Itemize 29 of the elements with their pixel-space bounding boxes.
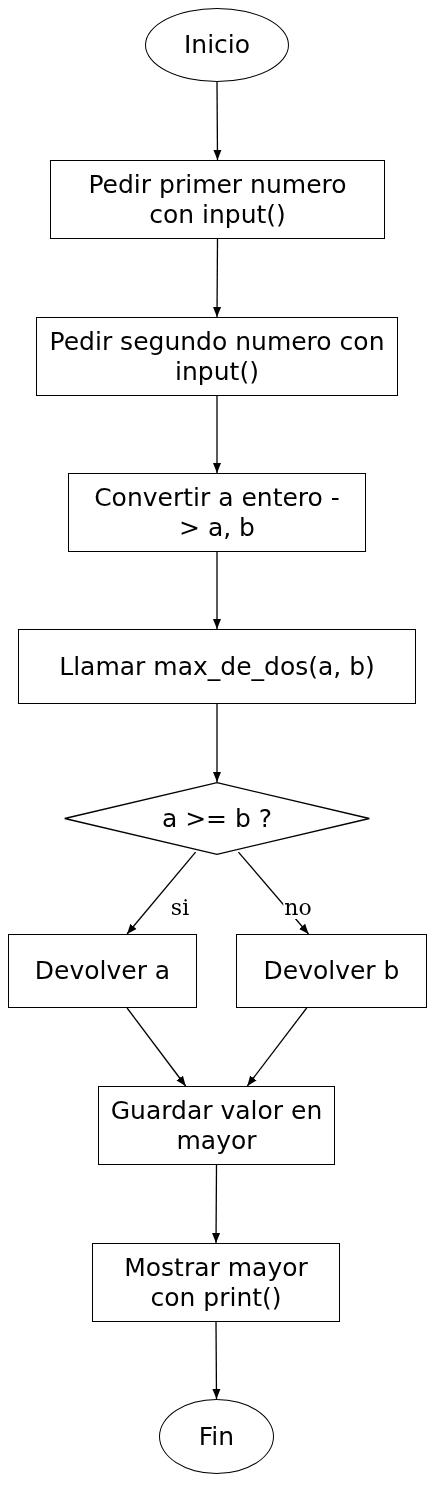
- process-box: [36, 317, 398, 396]
- node-label: Mostrar mayor con print(): [123, 1252, 309, 1313]
- process-box: [8, 934, 197, 1008]
- arrow: [126, 1007, 187, 1087]
- node-label: Fin: [198, 1421, 235, 1452]
- node-label: Inicio: [183, 30, 251, 60]
- node-label: Pedir segundo numero con input(): [48, 326, 386, 387]
- process-box: [98, 1086, 335, 1165]
- node-label: Guardar valor en mayor: [109, 1095, 324, 1156]
- node-label: Pedir primer numero con input(): [87, 169, 348, 230]
- arrow: [213, 395, 221, 474]
- node-label: Llamar max_de_dos(a, b): [59, 651, 375, 682]
- arrow: [212, 1321, 221, 1400]
- arrow: [213, 703, 221, 783]
- process-box: [50, 160, 385, 239]
- node-label: a >= b ?: [161, 803, 273, 834]
- process-box: [92, 1243, 340, 1322]
- arrow: [213, 81, 222, 161]
- arrow: [246, 1007, 308, 1087]
- arrow: [212, 1164, 221, 1244]
- node-label: Convertir a entero -> a, b: [93, 482, 341, 543]
- arrow: [126, 851, 197, 935]
- arrow: [213, 238, 222, 318]
- process-box: [18, 629, 416, 704]
- arrow: [213, 551, 221, 630]
- node-label: Devolver b: [263, 956, 400, 986]
- process-box: [236, 934, 427, 1008]
- process-box: [68, 473, 366, 552]
- node-label: Devolver a: [34, 956, 171, 986]
